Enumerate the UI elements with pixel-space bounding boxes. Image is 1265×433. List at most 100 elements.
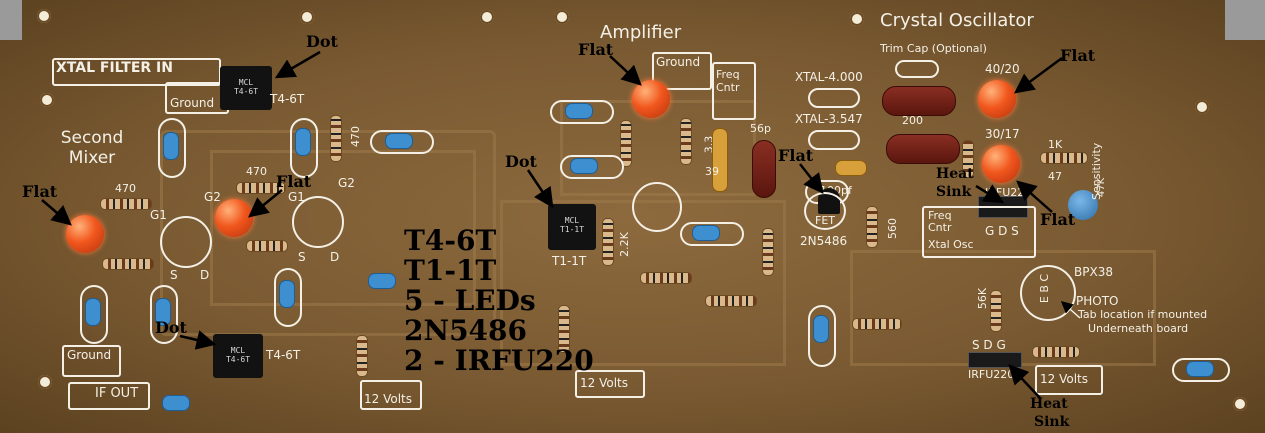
sdg-label: S D G (972, 338, 1006, 352)
resistor (640, 272, 692, 284)
capacitor (163, 132, 179, 160)
resistor (705, 295, 757, 307)
ic-t1-1t: MCL T1-1T (548, 204, 596, 250)
capacitor (692, 225, 720, 241)
bpx38-label: BPX38 (1074, 265, 1113, 279)
bpx38-outline (1020, 265, 1076, 321)
led-amplifier (632, 80, 670, 118)
ic-t4-6t-top: MCL T4-6T (220, 66, 272, 110)
ic-marking: T4-6T (225, 355, 251, 364)
fet-label: FET (815, 214, 835, 227)
arrow-icon (248, 189, 283, 218)
ic-marking: T1-1T (559, 225, 585, 234)
t1-1t-label: T1-1T (552, 254, 587, 268)
d-right-label: D (330, 250, 340, 264)
mounting-hole (850, 12, 864, 26)
capacitor (565, 103, 593, 119)
xtal-3547-label: XTAL-3.547 (795, 112, 863, 126)
ground-amp-box (652, 52, 712, 90)
twelve-volts-a-label: 12 Volts (364, 392, 412, 406)
capacitor (385, 133, 413, 149)
capacitor (1186, 361, 1214, 377)
parts-list: T4-6T T1-1T 5 - LEDs 2N5486 2 - IRFU220 (404, 226, 594, 376)
board-edge-right (1225, 0, 1265, 40)
cap-pad (150, 285, 178, 344)
transistor-outline-amp (632, 182, 682, 232)
freq-cntr-amp-box (712, 62, 756, 120)
led-mixer-mid (215, 199, 253, 237)
board-edge-left (0, 0, 22, 40)
ground-bottom-label: Ground (67, 348, 112, 362)
resistor (990, 290, 1002, 332)
resistor (102, 258, 154, 270)
xtal-osc-label: Xtal Osc (928, 238, 974, 251)
second-mixer-label: Second Mixer (60, 128, 124, 168)
resistor (620, 120, 632, 167)
led-30-17-label: 30/17 (985, 127, 1020, 141)
parts-list-item: 5 - LEDs (404, 284, 536, 317)
arrow-icon (1016, 180, 1053, 213)
annotation-flat-osc: Flat (1060, 46, 1096, 65)
resistor (558, 305, 570, 353)
resistor (236, 182, 286, 194)
capacitor (279, 280, 295, 308)
ground-top-label: Ground (170, 96, 215, 110)
freq-cntr-amp-label: Freq Cntr (716, 68, 740, 94)
annotation-flat-mixer-mid: Flat (276, 172, 312, 191)
ground-amp-label: Ground (656, 55, 701, 69)
t4-6t-bottom-label: T4-6T (266, 348, 301, 362)
mounting-hole (300, 10, 314, 24)
capacitor (570, 158, 598, 174)
annotation-flat-ir: Flat (1040, 210, 1076, 229)
g1-left-label: G1 (150, 208, 167, 222)
tab-note-2-label: Underneath board (1088, 322, 1189, 335)
annotation-dot-top: Dot (306, 32, 338, 51)
jfet-outline-right (292, 196, 344, 248)
mounting-hole (37, 9, 51, 23)
arrow-icon (41, 199, 72, 226)
xtal-4000-label: XTAL-4.000 (795, 70, 863, 84)
tab-note-1-label: Tab location if mounted (1078, 308, 1208, 321)
c39-label: 39 (705, 165, 719, 178)
arrow-icon (975, 184, 1005, 204)
jfet-outline-left (160, 216, 212, 268)
g2-right-label: G2 (338, 176, 355, 190)
capacitor (155, 298, 171, 326)
resistor (762, 228, 774, 276)
resistor (330, 115, 342, 162)
arrow-icon (274, 50, 321, 79)
capacitor (813, 315, 829, 343)
parts-list-item: 2N5486 (404, 314, 528, 347)
arrow-icon (526, 169, 554, 209)
arrow-icon (1013, 56, 1063, 94)
mounting-hole (555, 10, 569, 24)
annotation-heat-sink-bottom-2: Sink (1034, 414, 1070, 430)
annotation-flat-amp: Flat (578, 40, 614, 59)
s-left-label: S (170, 268, 178, 282)
mounting-hole (480, 10, 494, 24)
freq-cntr-osc-label: Freq Cntr (928, 209, 952, 234)
g1-right-label: G1 (288, 190, 305, 204)
capacitor (368, 273, 396, 289)
ic-t4-6t-bottom: MCL T4-6T (213, 334, 263, 378)
led-30-17 (982, 145, 1020, 183)
c56p-label: 56p (750, 122, 771, 135)
capacitor (295, 128, 311, 156)
cap-pad (560, 155, 624, 179)
d-left-label: D (200, 268, 210, 282)
trim-cap-pad (895, 60, 939, 78)
if-out-box (68, 382, 150, 410)
arrow-icon (799, 163, 824, 194)
t4-6t-top-label: T4-6T (270, 92, 305, 106)
trace (210, 150, 476, 306)
parts-list-item: T4-6T (404, 224, 497, 257)
capacitor (835, 160, 867, 176)
mounting-hole (1195, 100, 1209, 114)
arrow-icon (179, 330, 217, 350)
capacitor (752, 140, 776, 198)
cap-pad (1172, 358, 1230, 382)
trim-cap-label: Trim Cap (Optional) (880, 42, 987, 55)
cap-pad (550, 100, 614, 124)
